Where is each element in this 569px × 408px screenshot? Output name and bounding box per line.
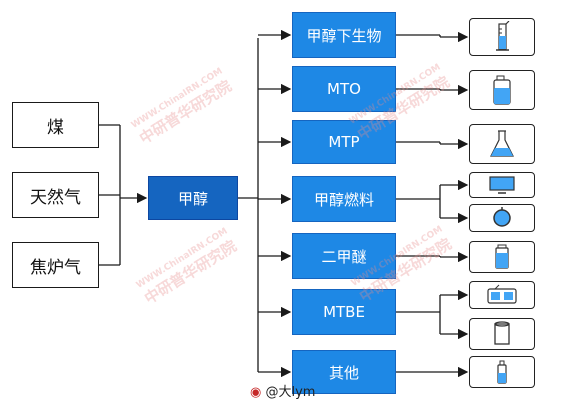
monitor-icon: [489, 176, 515, 194]
author-credit-text: @大lym: [265, 385, 316, 400]
weibo-icon: ◉: [250, 385, 262, 400]
icon-box-globe: [469, 204, 535, 232]
radio-icon: [487, 284, 517, 304]
product-mtp: MTP: [292, 120, 396, 164]
hub-methanol: 甲醇: [148, 176, 238, 220]
product-methanol-bio: 甲醇下生物: [292, 12, 396, 58]
source-coke-oven-gas: 焦炉气: [12, 242, 99, 288]
icon-box-jerrycan: [469, 70, 535, 110]
product-other-label: 其他: [328, 363, 359, 382]
source-coal: 煤: [12, 102, 99, 148]
icon-box-radio: [469, 281, 535, 309]
product-dme-label: 二甲醚: [321, 247, 367, 266]
product-methanol-bio-label: 甲醇下生物: [306, 26, 382, 45]
product-other: 其他: [292, 350, 396, 394]
product-mtbe: MTBE: [292, 289, 396, 335]
product-methanol-fuel: 甲醇燃料: [292, 176, 396, 222]
product-mto-label: MTO: [327, 80, 361, 98]
source-natural-gas: 天然气: [12, 172, 99, 218]
icon-box-flask: [469, 124, 535, 164]
product-methanol-fuel-label: 甲醇燃料: [313, 190, 374, 209]
jerrycan-icon: [493, 75, 511, 105]
product-mtp-label: MTP: [328, 133, 360, 151]
icon-box-fuel-can: [469, 241, 535, 273]
graduated-cylinder-icon: [496, 21, 510, 51]
product-mto: MTO: [292, 66, 396, 112]
product-mtbe-label: MTBE: [323, 303, 365, 321]
icon-box-monitor: [469, 172, 535, 198]
source-coke-oven-gas-label: 焦炉气: [30, 257, 81, 278]
paper-roll-icon: [494, 321, 510, 345]
product-dme: 二甲醚: [292, 233, 396, 279]
icon-box-paper-roll: [469, 318, 535, 350]
icon-box-cylinder: [469, 18, 535, 56]
flask-icon: [490, 130, 514, 157]
hub-methanol-label: 甲醇: [177, 189, 208, 208]
globe-icon: [493, 207, 511, 227]
bottle-icon: [497, 360, 507, 384]
author-credit: ◉ @大lym: [250, 381, 315, 400]
source-natural-gas-label: 天然气: [30, 187, 81, 208]
icon-box-bottle: [469, 356, 535, 388]
source-coal-label: 煤: [47, 117, 64, 138]
fuel-can-icon: [495, 244, 509, 269]
